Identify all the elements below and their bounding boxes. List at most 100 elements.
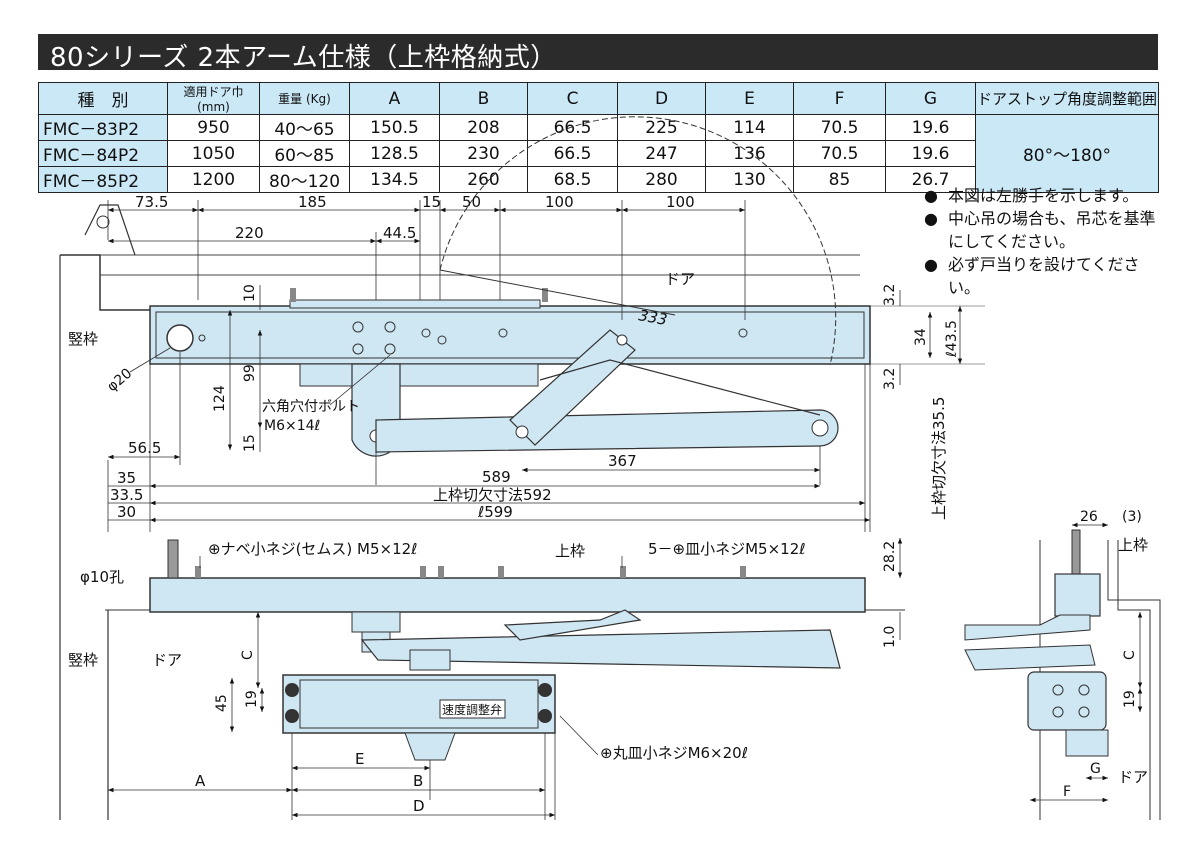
mounting-plate <box>149 577 866 613</box>
lower-housing <box>299 363 539 387</box>
dim-cut-35-5: 上枠切欠寸法35.5 <box>930 397 948 520</box>
pivot-icon <box>96 215 110 229</box>
dim-33-5: 33.5 <box>110 486 143 504</box>
header-a: A <box>349 82 440 115</box>
screw-head-icon <box>285 709 299 723</box>
hole-icon <box>421 328 431 338</box>
table-cell: 280 <box>617 166 706 193</box>
table-row: FMC－83P2 950 40～65 150.5 208 66.5 225 11… <box>38 114 1159 193</box>
arm-hub <box>409 649 451 671</box>
dim-124: 124 <box>212 385 228 412</box>
bolt-icon <box>384 321 396 333</box>
dim-56-5: 56.5 <box>128 439 161 457</box>
table-cell: 230 <box>439 140 528 167</box>
mounting-plate <box>1054 573 1101 617</box>
main-arm <box>375 409 839 453</box>
fore-arm <box>964 614 1091 641</box>
frame-label: 竪枠 <box>68 330 98 348</box>
cell-stop-range: 80°～180° <box>975 114 1159 193</box>
closer-body-inner <box>155 311 865 359</box>
door-edge <box>100 254 860 276</box>
closer-body <box>282 674 556 734</box>
hole-icon <box>498 328 508 338</box>
closer-body <box>1027 671 1107 731</box>
dim-1-0: 1.0 <box>882 626 898 648</box>
door-label: ドア <box>1118 768 1148 786</box>
top-plate <box>289 299 541 309</box>
dim-100: 100 <box>666 193 695 211</box>
dim-35: 35 <box>117 469 136 487</box>
dim-28-2: 28.2 <box>882 541 898 572</box>
frame-label: 竪枠 <box>68 651 98 669</box>
head-label: 上枠 <box>1118 536 1148 554</box>
spec-table: 種 別 適用ドア巾 (mm) 重量 (Kg) A B C D E F G ドアス… <box>38 82 1159 193</box>
frame-outline <box>60 254 150 311</box>
table-cell: 136 <box>705 140 794 167</box>
dim-333: 333 <box>637 306 668 329</box>
spindle-hole-icon <box>166 324 194 352</box>
front-view: 速度調整弁 ⊕ナベ小ネジ(セムス) M5×12ℓ 上枠 5－⊕皿小ネジM5×12… <box>68 538 905 820</box>
table-cell: 128.5 <box>349 140 440 167</box>
header-b: B <box>439 82 528 115</box>
bullet-icon: ● <box>924 209 938 228</box>
page-title: 80シリーズ 2本アーム仕様（上枠格納式） <box>50 43 557 73</box>
dim-100: 100 <box>545 193 574 211</box>
bullet-icon: ● <box>924 255 938 274</box>
header-type: 種 別 <box>38 82 168 115</box>
screw-head-icon <box>538 683 552 697</box>
dim-c: C <box>1122 650 1138 660</box>
screw-head-icon <box>285 683 299 697</box>
table-cell: 85 <box>793 166 886 193</box>
header-door-width: 適用ドア巾 (mm) <box>167 82 260 115</box>
dim-15: 15 <box>422 193 441 211</box>
header-weight: 重量 (Kg) <box>259 82 350 115</box>
screw-icon <box>290 288 296 302</box>
screw-icon <box>620 566 626 578</box>
valve-cap <box>404 732 456 761</box>
dim-3-2: 3.2 <box>882 368 898 390</box>
screw-pan-label: ⊕ナベ小ネジ(セムス) M5×12ℓ <box>208 540 417 558</box>
dim-a: A <box>195 772 206 790</box>
dim-44-5: 44.5 <box>383 224 416 242</box>
dim-g: G <box>1090 761 1101 777</box>
dim-phi20: φ20 <box>104 365 135 395</box>
bolt-icon <box>352 343 364 355</box>
screw-head-icon <box>538 709 552 723</box>
screw-round-label: ⊕丸皿小ネジM6×20ℓ <box>600 744 748 762</box>
table-cell: 225 <box>617 114 706 141</box>
table-cell: 134.5 <box>349 166 440 193</box>
screw-icon <box>420 566 426 578</box>
screw-icon <box>740 566 746 578</box>
table-cell: 1050 <box>167 140 260 167</box>
note-item: ●本図は左勝手を示します。 <box>924 186 1139 205</box>
link-rod <box>539 359 821 416</box>
note-item: ●中心吊の場合も、吊芯を基準にしてください。 <box>924 209 1156 251</box>
dim-15: 15 <box>242 434 258 452</box>
dim-73-5: 73.5 <box>135 193 168 211</box>
table-cell: 260 <box>439 166 528 193</box>
valve-label: 速度調整弁 <box>442 702 502 717</box>
fore-arm <box>509 329 636 446</box>
bullet-icon: ● <box>924 186 938 205</box>
table-cell: 247 <box>617 140 706 167</box>
bolt-icon <box>1052 706 1064 718</box>
side-view: 26 (3) 上枠 C 19 G F ドア <box>964 509 1161 820</box>
hole-icon <box>738 328 748 338</box>
valve-cap <box>1065 729 1109 757</box>
swing-arc <box>439 116 837 366</box>
dim-50: 50 <box>462 193 481 211</box>
cell-model: FMC－84P2 <box>38 140 168 167</box>
bolt-size-label: M6×14ℓ <box>264 418 320 434</box>
bolt-icon <box>384 343 396 355</box>
bolt-icon <box>1078 706 1090 718</box>
main-arm <box>360 629 841 669</box>
main-arm <box>964 644 1096 671</box>
table-row: FMC－85P2 1200 80～120 134.5 260 68.5 280 … <box>38 166 1159 193</box>
dim-367: 367 <box>608 452 637 470</box>
dim-589: 589 <box>482 468 511 486</box>
arm-joint-icon <box>616 334 628 346</box>
table-cell: 26.7 <box>885 166 976 193</box>
dim-cut-592: 上枠切欠寸法592 <box>433 486 552 504</box>
table-cell: 40～65 <box>259 114 350 141</box>
